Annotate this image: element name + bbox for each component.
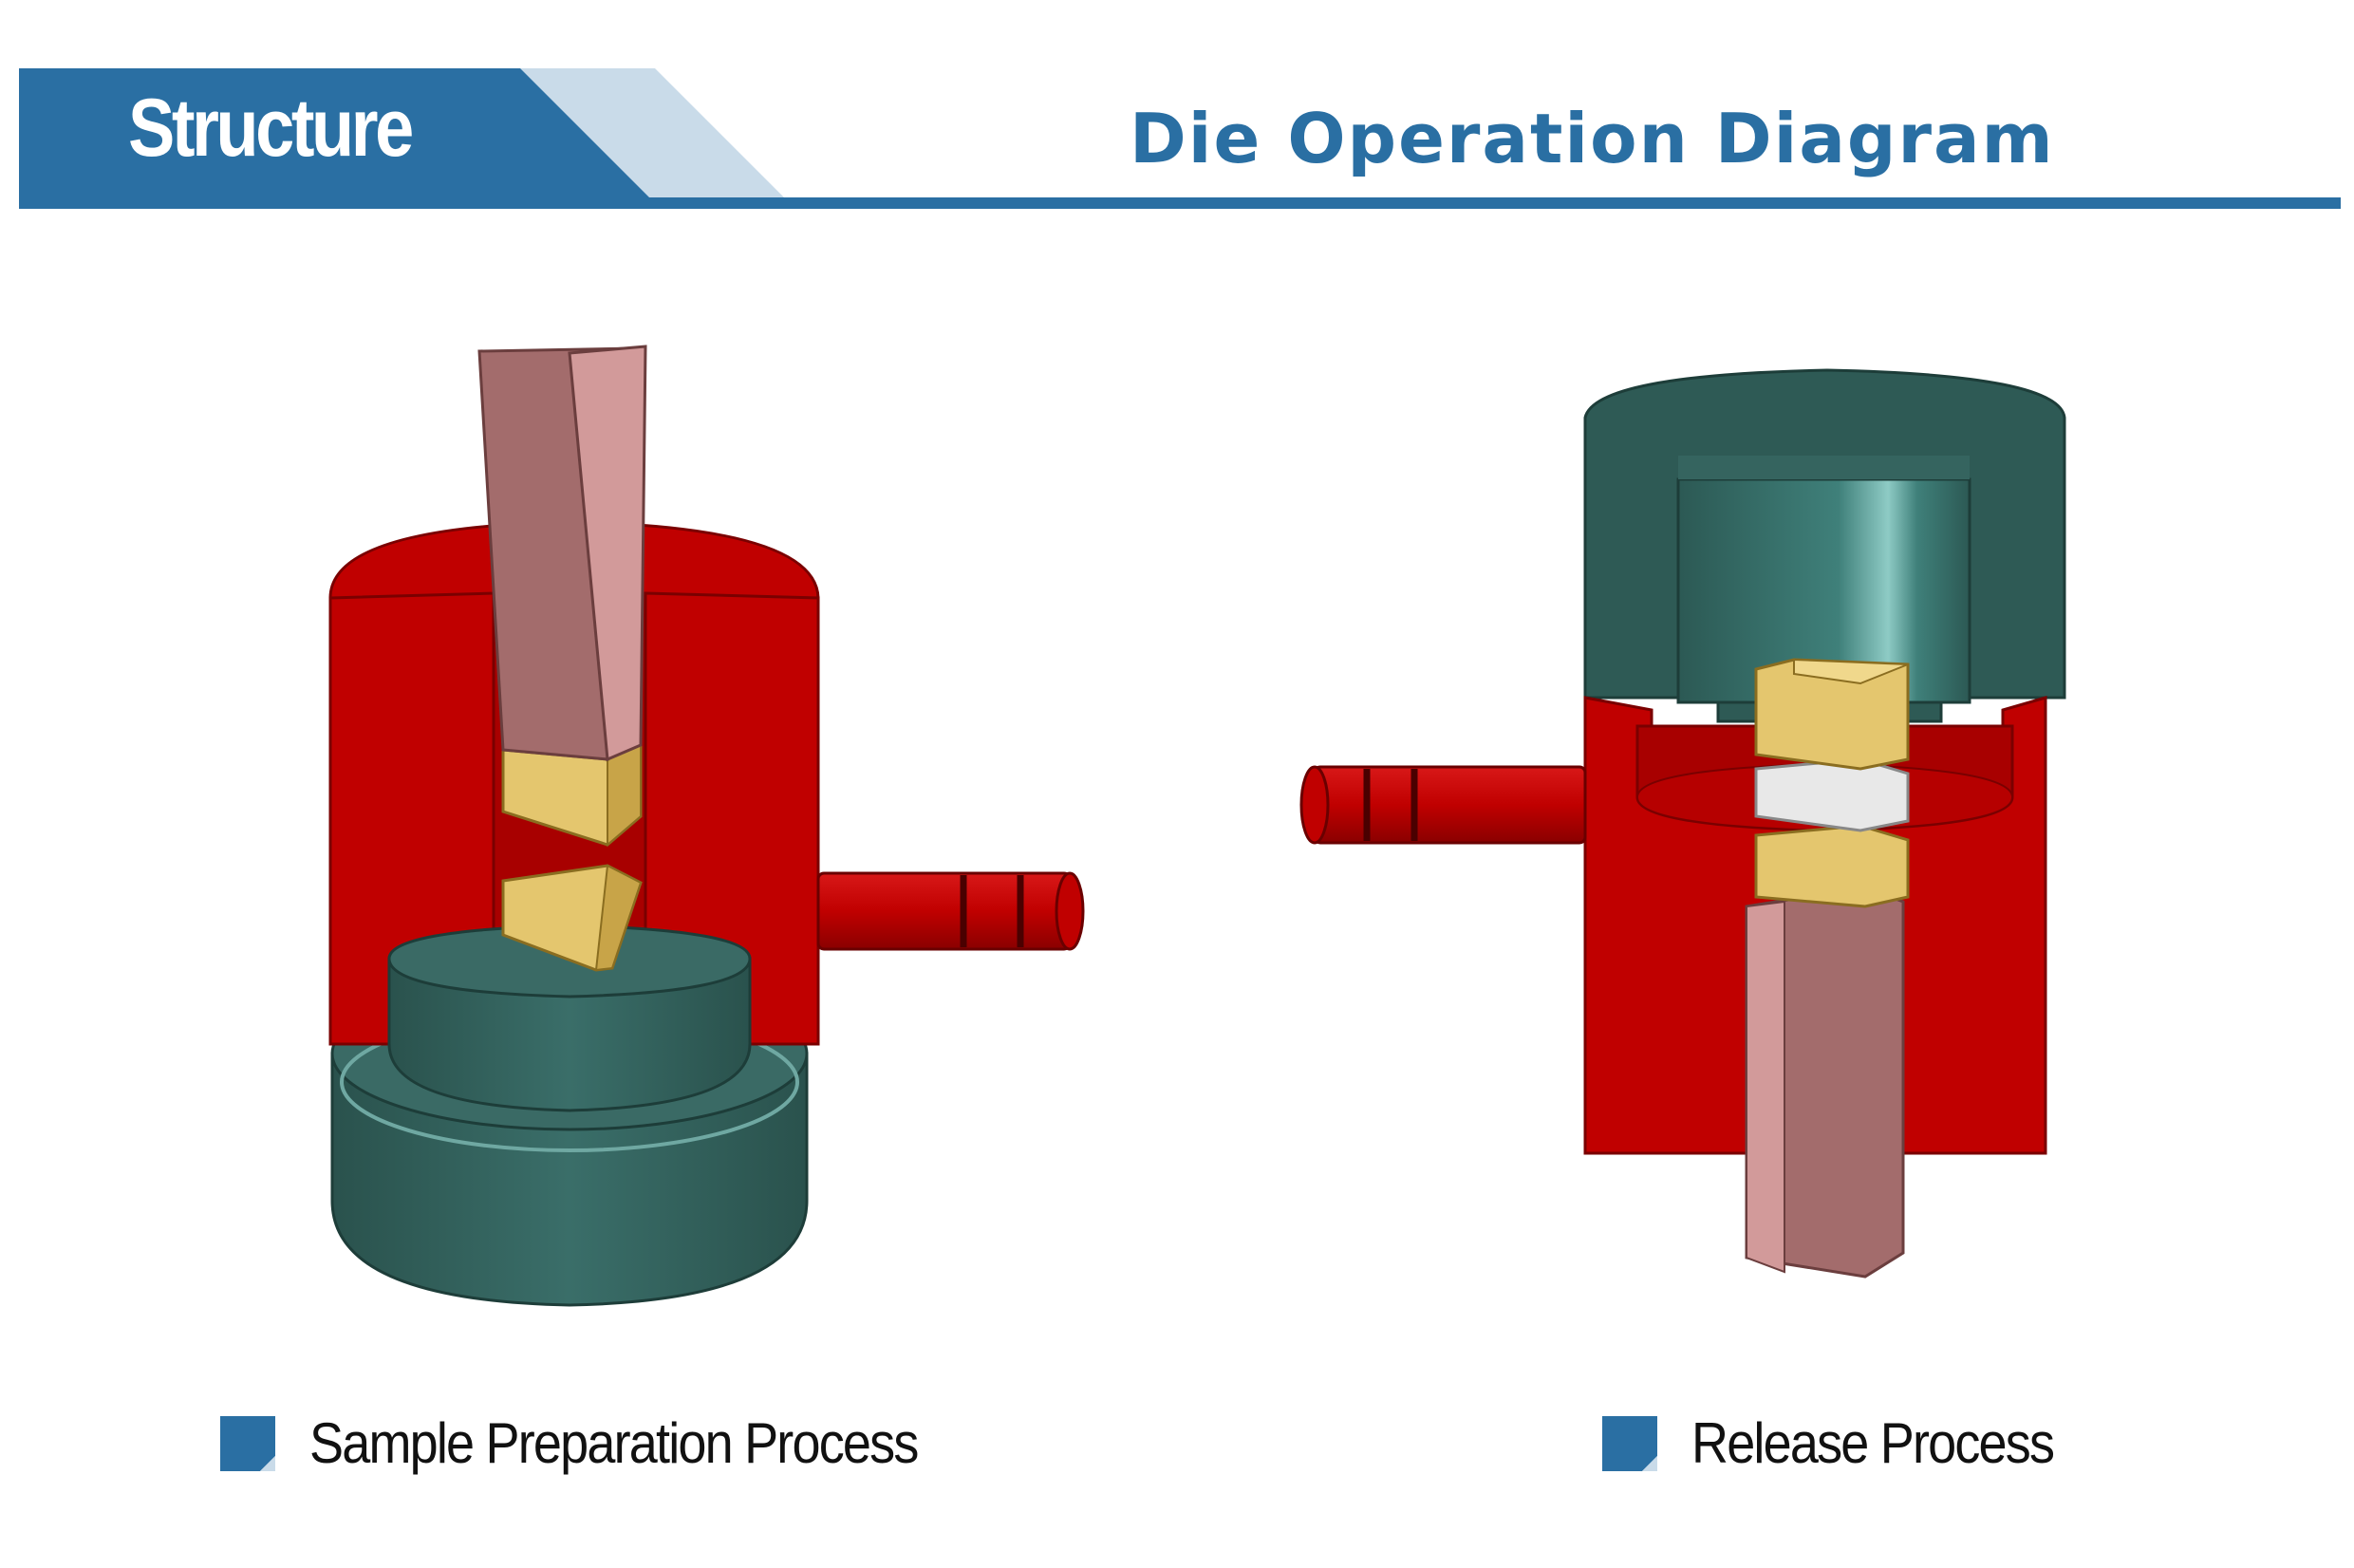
header-tab-bottom xyxy=(19,197,649,209)
sample-preparation-die xyxy=(328,345,1085,1307)
release-punch xyxy=(1745,886,1905,1279)
header-rule xyxy=(642,197,2341,209)
header-tab xyxy=(19,68,649,197)
folded-square-icon xyxy=(220,1416,275,1471)
page-title: Die Operation Diagram xyxy=(1130,99,2055,178)
header-bar: Structure Die Operation Diagram xyxy=(0,0,2354,228)
sample-gold-lower xyxy=(1754,824,1910,908)
section-label: Structure xyxy=(128,83,414,174)
release-die xyxy=(1299,368,2066,1279)
ejector-rod-right xyxy=(1299,765,1587,845)
release-samples xyxy=(1754,658,1910,908)
lower-punch xyxy=(387,924,752,1112)
folded-square-icon xyxy=(1602,1416,1657,1471)
caption-sample-preparation: Sample Preparation Process xyxy=(220,1410,985,1477)
sample-silver xyxy=(1754,757,1910,832)
release-cap xyxy=(1583,368,2066,723)
ejector-rod-left xyxy=(816,871,1085,951)
header-light-band xyxy=(513,68,784,197)
upper-punch xyxy=(477,345,647,762)
caption-left-text: Sample Preparation Process xyxy=(309,1411,919,1475)
header-graphic xyxy=(19,68,2341,209)
caption-release: Release Process xyxy=(1602,1410,2094,1477)
caption-right-text: Release Process xyxy=(1691,1411,2055,1475)
